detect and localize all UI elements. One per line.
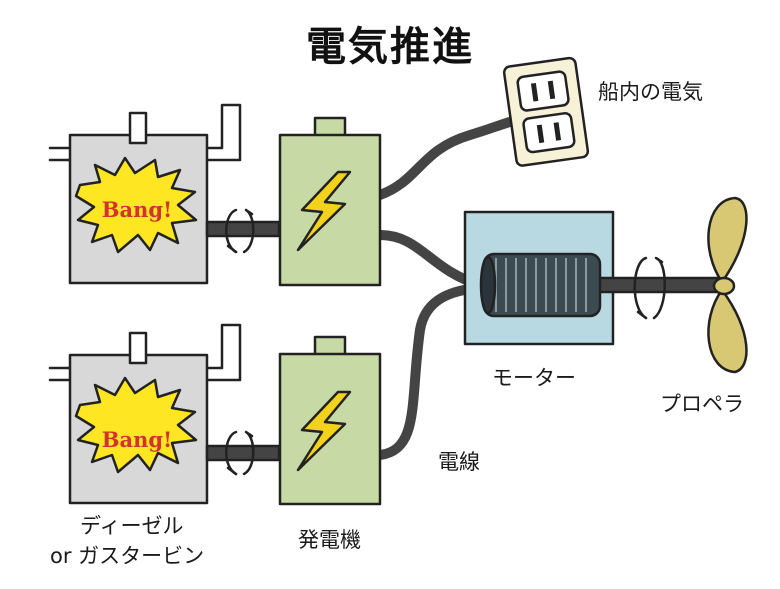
engine-1-shaft: [205, 220, 281, 238]
motor-label: モーター: [492, 366, 576, 390]
wall-outlet: [502, 56, 590, 167]
motor: [463, 210, 722, 346]
generator-2-cable: [375, 283, 485, 460]
engine-1: Bang!: [48, 103, 281, 285]
engine-2-burst: Bang!: [74, 376, 198, 474]
propeller-label: プロペラ: [660, 392, 744, 416]
generator-2-lightning-icon: [296, 390, 352, 472]
engine-2-shaft: [205, 444, 281, 462]
motor-coil: [479, 252, 602, 318]
wire-label: 電線: [438, 450, 480, 474]
engine-1-burst: Bang!: [74, 156, 198, 254]
engine-1-burst-text: Bang!: [102, 197, 173, 222]
ship-electricity-label: 船内の電気: [598, 80, 703, 104]
engine-2: Bang!: [48, 323, 281, 505]
generator-1-lightning-icon: [296, 170, 352, 252]
generator-2: [278, 335, 382, 506]
outlet-cable: [375, 113, 535, 200]
diagram-title: 電気推進: [306, 24, 474, 70]
propeller-graphic: [707, 196, 748, 374]
generator-label: 発電機: [298, 528, 361, 552]
generator-2-body: [278, 352, 382, 506]
motor-shaft: [596, 276, 722, 294]
engine-label-line2: or ガスタービン: [50, 544, 205, 568]
generator-1: [278, 116, 382, 287]
engine-2-burst-text: Bang!: [102, 427, 173, 452]
engine-label-line1: ディーゼル: [80, 514, 184, 538]
